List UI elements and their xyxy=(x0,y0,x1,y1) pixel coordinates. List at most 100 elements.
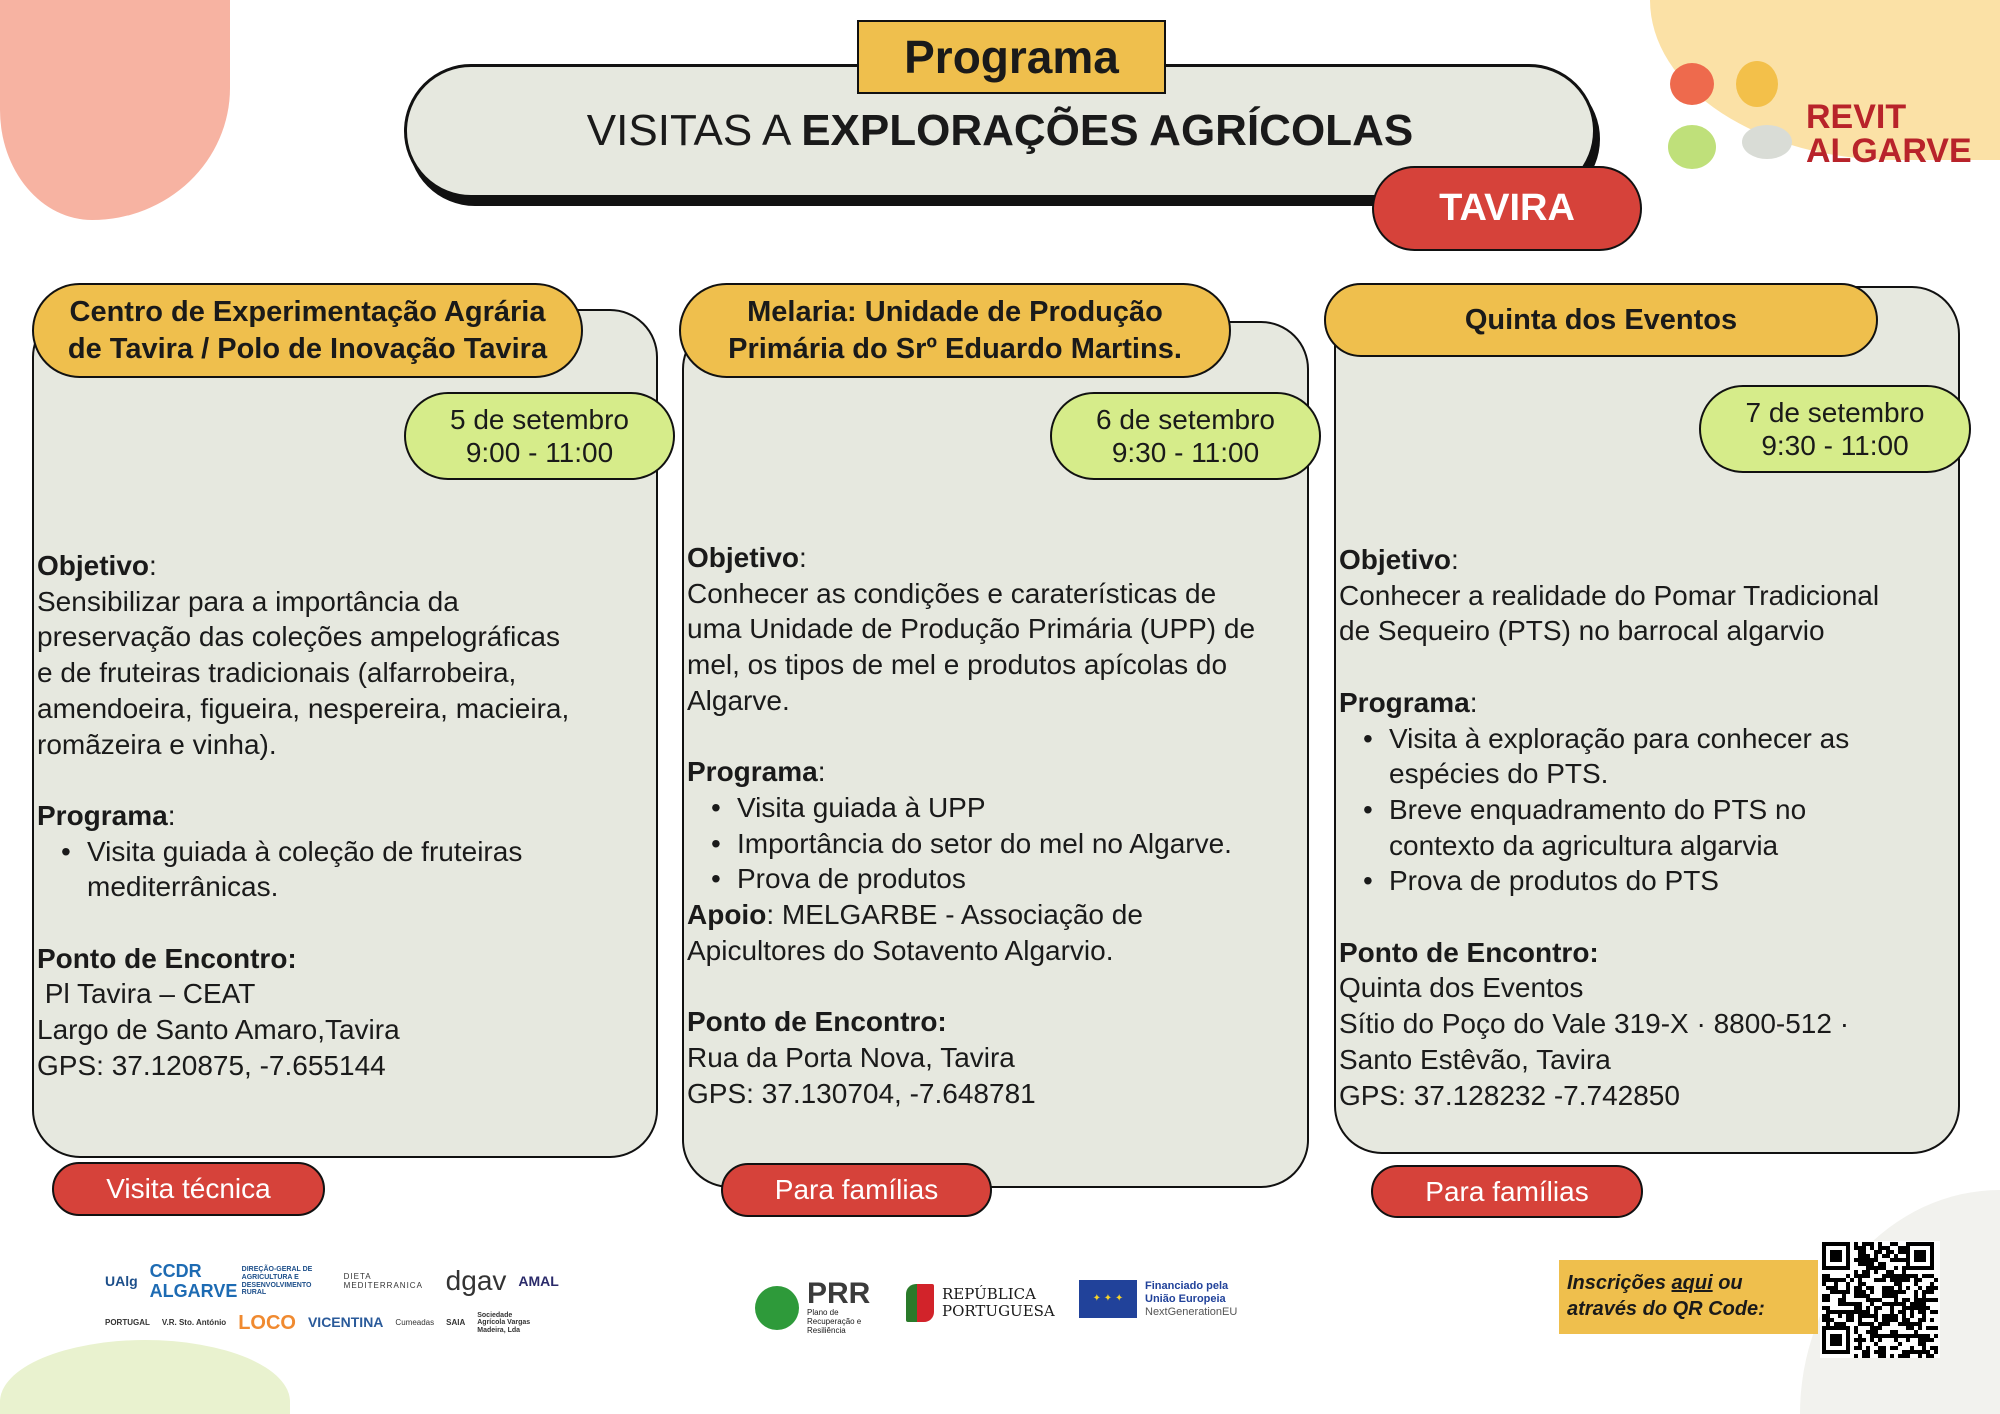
prr-sub: Plano de Recuperação e Resiliência xyxy=(807,1308,862,1335)
section-heading: Programa xyxy=(687,756,818,788)
card-title-line: Primária do Srº Eduardo Martins. xyxy=(728,332,1182,365)
date-text: 6 de setembro xyxy=(1096,404,1275,435)
text-line: Conhecer as condições e caraterísticas d… xyxy=(687,577,1217,609)
card-title: Quinta dos Eventos xyxy=(1324,283,1878,357)
section-heading: Programa xyxy=(37,799,168,831)
partner-logo: LOCO xyxy=(238,1312,296,1335)
fish-icon xyxy=(1742,125,1792,159)
partner-logo: DIREÇÃO-GERAL DE AGRICULTURA E DESENVOLV… xyxy=(241,1266,313,1297)
spacer xyxy=(37,905,637,941)
section-heading: Objetivo xyxy=(1339,544,1452,575)
qr-code[interactable] xyxy=(1820,1241,1940,1358)
portugal-flag-icon xyxy=(906,1284,934,1322)
signup-text-c: através do QR Code: xyxy=(1567,1298,1765,1320)
category-tag: Para famílias xyxy=(1371,1165,1643,1218)
card-title-line: Centro de Experimentação Agrária xyxy=(69,295,546,328)
section-heading: Ponto de Encontro: xyxy=(1339,936,1599,968)
text-line: Apicultores do Sotavento Algarvio. xyxy=(687,934,1114,966)
section-heading-row: Objetivo: xyxy=(687,542,807,573)
bullet-line: Visita guiada à coleção de fruteiras xyxy=(37,834,637,870)
section-heading-row: Objetivo: xyxy=(37,550,157,581)
text-line: Quinta dos Eventos xyxy=(1339,972,1584,1004)
bullet-line: espécies do PTS. xyxy=(1389,758,1609,790)
section-heading-row: Programa: xyxy=(1339,686,1478,718)
text-line: Pl Tavira – CEAT xyxy=(37,978,256,1010)
time-text: 9:30 - 11:00 xyxy=(1761,430,1909,461)
partner-logo: UAlg xyxy=(105,1273,138,1290)
bullet-line: mediterrânicas. xyxy=(87,871,279,903)
brand-line1: REVIT xyxy=(1806,98,1907,136)
section-heading: Programa xyxy=(1339,686,1470,718)
republica-text: REPÚBLICA PORTUGUESA xyxy=(942,1285,1055,1320)
bullet-line: Prova de produtos xyxy=(687,861,1287,897)
section-heading-row: Ponto de Encontro: xyxy=(687,1004,1287,1040)
partner-logo: DIETA MEDITERRANICA xyxy=(343,1272,423,1290)
partner-logo: VICENTINA xyxy=(307,1314,384,1331)
eu-text-2: União Europeia xyxy=(1145,1293,1226,1305)
section-heading-row: Ponto de Encontro: xyxy=(1339,935,1939,971)
text-line: GPS: 37.130704, -7.648781 xyxy=(687,1077,1036,1109)
signup-link[interactable]: aqui xyxy=(1671,1272,1713,1294)
eu-flag-icon: ✦ ✦ ✦ xyxy=(1079,1280,1137,1318)
title-bold: EXPLORAÇÕES AGRÍCOLAS xyxy=(801,106,1414,155)
bullet-line: Importância do setor do mel no Algarve. xyxy=(687,826,1287,862)
decor-blob-green xyxy=(0,1340,290,1414)
eu-text-1: Financiado pela xyxy=(1145,1280,1229,1292)
section-heading-row: Objetivo: xyxy=(1339,544,1459,575)
location-badge: TAVIRA xyxy=(1372,166,1642,251)
section-heading-row: Apoio: MELGARBE - Associação de xyxy=(687,899,1143,931)
time-text: 9:30 - 11:00 xyxy=(1111,437,1260,468)
prr-circle-icon xyxy=(755,1285,799,1330)
title-light: VISITAS A xyxy=(586,106,802,155)
section-heading: Objetivo xyxy=(37,550,150,581)
revit-algarve-logo: REVIT ALGARVE xyxy=(1660,55,1990,175)
text-line: uma Unidade de Produção Primária (UPP) d… xyxy=(687,613,1256,645)
text-line: Sítio do Poço do Vale 319-X · 8800-512 · xyxy=(1339,1008,1850,1040)
republica-logo: REPÚBLICA PORTUGUESA xyxy=(906,1284,1062,1322)
signup-box: Inscrições aqui ou através do QR Code: xyxy=(1559,1260,1818,1334)
eu-text-3: NextGenerationEU xyxy=(1145,1306,1238,1318)
text-line: e de fruteiras tradicionais (alfarrobeir… xyxy=(37,657,517,689)
text-line: Conhecer a realidade do Pomar Tradiciona… xyxy=(1339,579,1880,611)
section-heading: Ponto de Encontro: xyxy=(37,942,297,974)
bullet-line: contexto da agricultura algarvia xyxy=(1389,829,1779,861)
spacer xyxy=(1339,899,1939,935)
fig-icon xyxy=(1736,61,1778,107)
prr-text: PRR xyxy=(807,1277,871,1310)
section-heading-row: Programa: xyxy=(687,756,826,788)
text-line: GPS: 37.120875, -7.655144 xyxy=(37,1049,386,1081)
text-line: MELGARBE - Associação de xyxy=(781,899,1143,931)
spacer xyxy=(687,719,1287,755)
text-line: Largo de Santo Amaro,Tavira xyxy=(37,1014,400,1046)
spacer xyxy=(37,762,637,798)
signup-text: Inscrições xyxy=(1567,1272,1672,1294)
partner-logo: dgav xyxy=(445,1265,507,1297)
section-heading-row: Programa: xyxy=(37,799,176,831)
cabbage-icon xyxy=(1668,125,1716,169)
card-title-line: Quinta dos Eventos xyxy=(1464,303,1738,336)
category-tag: Para famílias xyxy=(721,1163,992,1217)
bullet-line: Visita à exploração para conhecer as xyxy=(1339,721,1939,757)
card-title-line: Melaria: Unidade de Produção xyxy=(747,295,1163,328)
text-line: preservação das coleções ampelográficas xyxy=(37,621,560,653)
section-heading: Ponto de Encontro: xyxy=(687,1006,947,1038)
text-line: Santo Estêvão, Tavira xyxy=(1339,1043,1611,1075)
date-text: 5 de setembro xyxy=(450,404,629,435)
category-tag: Visita técnica xyxy=(52,1162,325,1216)
programa-badge: Programa xyxy=(857,20,1166,94)
partner-logo: V.R. Sto. António xyxy=(161,1317,227,1327)
brand-line2: ALGARVE xyxy=(1806,132,1972,170)
spacer xyxy=(1339,649,1939,685)
tomato-icon xyxy=(1670,63,1714,105)
date-text: 7 de setembro xyxy=(1745,397,1925,428)
partner-logo: Cumeadas xyxy=(395,1317,435,1327)
